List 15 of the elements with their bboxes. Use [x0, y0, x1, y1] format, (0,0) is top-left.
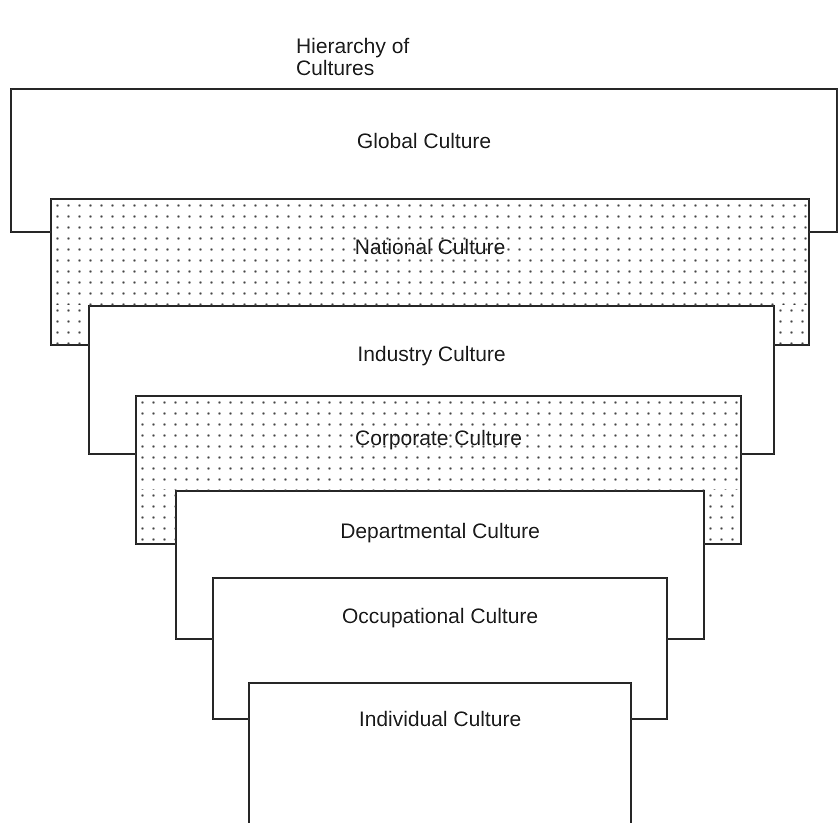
culture-label: Industry Culture [357, 343, 506, 367]
culture-label: Occupational Culture [342, 605, 538, 629]
culture-frame [175, 490, 705, 577]
culture-frame [88, 305, 775, 395]
culture-frame [212, 577, 668, 682]
culture-label: Individual Culture [358, 708, 522, 732]
culture-frame [248, 682, 632, 823]
culture-frame [135, 395, 742, 490]
culture-frame [50, 198, 810, 305]
culture-frame [10, 88, 838, 198]
diagram-title: Hierarchy of Cultures [296, 36, 410, 80]
culture-label: Global Culture [356, 130, 492, 154]
culture-label: National Culture [354, 236, 506, 260]
culture-label: Departmental Culture [340, 520, 540, 544]
culture-label: Corporate Culture [355, 427, 522, 451]
